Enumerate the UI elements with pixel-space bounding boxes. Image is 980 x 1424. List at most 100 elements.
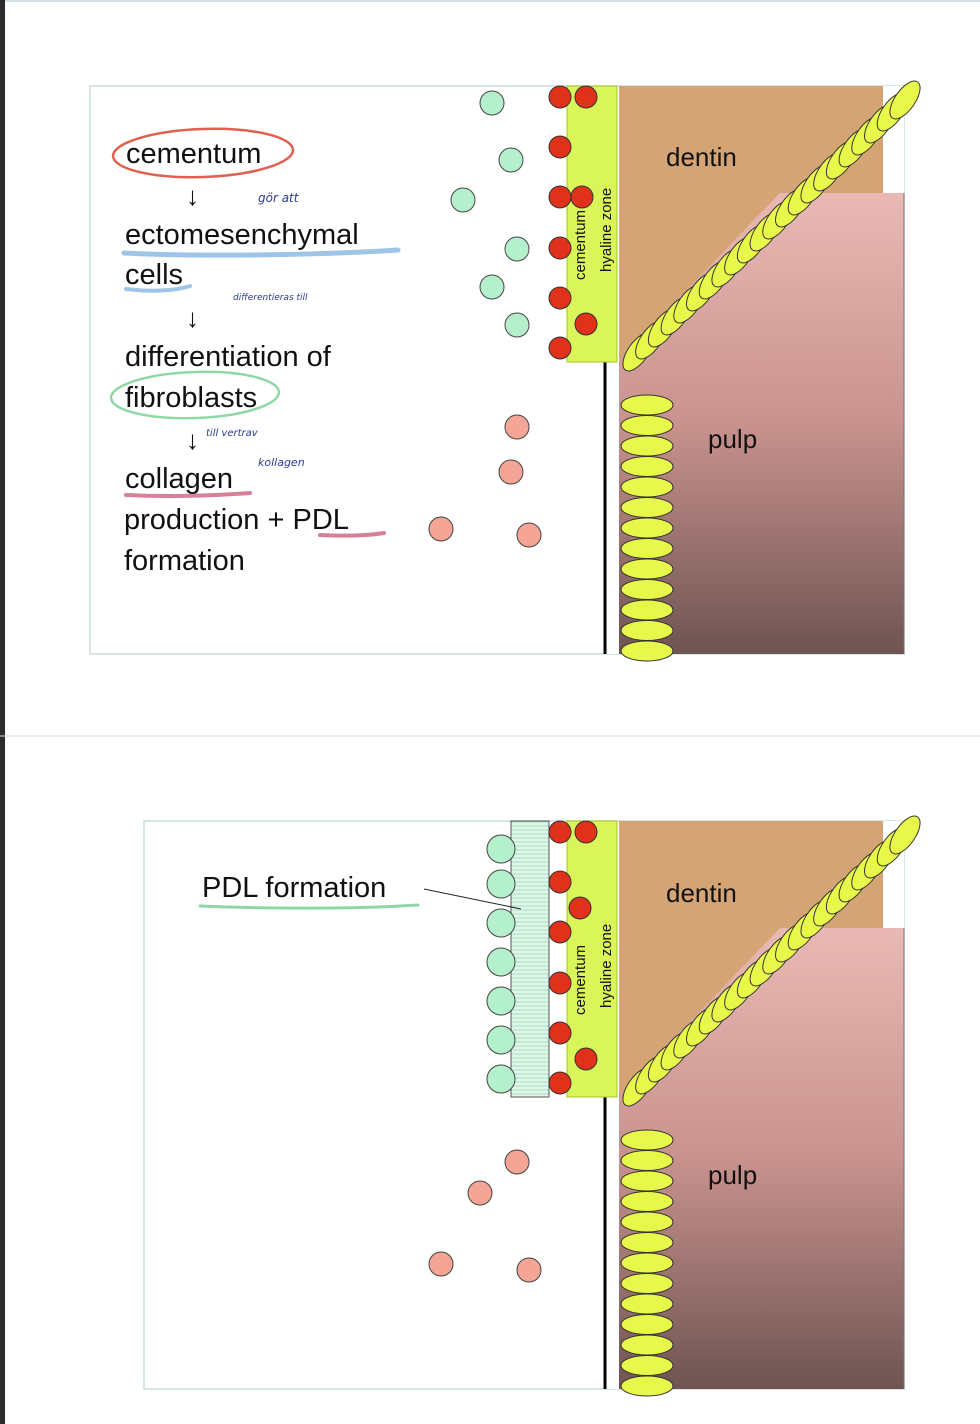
ectomesenchymal-cell [450, 187, 476, 213]
process-flow: cementum ↓ gör att ectomesenchymal cells… [109, 127, 401, 577]
odontoblast-cell [889, 80, 921, 120]
cementum-label: cementum [572, 945, 589, 1015]
cementoblast-cell [548, 1021, 572, 1045]
fibroblast-cell [504, 1149, 530, 1175]
cementum-label: cementum [572, 210, 589, 280]
callout-leader-line [423, 888, 522, 910]
odontoblast-cell [620, 599, 674, 621]
cementoblast-cell [548, 236, 572, 260]
odontoblast-cell [620, 1314, 674, 1335]
step-ectomesenchymal-line1: ectomesenchymal [125, 219, 359, 251]
cementoblast-cell [548, 870, 572, 894]
odontoblast-cell [620, 394, 674, 416]
cementoblast-cell [570, 185, 594, 209]
cementoblasts [548, 85, 598, 360]
cementoblast-cell [574, 820, 598, 844]
step-ectomesenchymal-line2: cells [125, 259, 183, 291]
ectomesenchymal-cell [504, 312, 530, 338]
odontoblast-cell [620, 1334, 674, 1356]
ectomesenchymal-cell [479, 274, 505, 300]
cementoblast-cell [574, 1047, 598, 1071]
step-formation: formation [124, 545, 245, 577]
ectomesenchymal-cell [498, 147, 524, 173]
fibroblast-cell [486, 908, 516, 938]
odontoblast-cell [620, 640, 674, 662]
cementoblast-cell [548, 336, 572, 360]
odontoblast-cell [620, 538, 674, 559]
tooth-diagram-1: cementum hyaline zone dentin pulp [566, 80, 921, 662]
odontoblast-cell [620, 1375, 674, 1397]
cementoblast-cell [548, 85, 572, 109]
hyaline-zone-label: hyaline zone [598, 924, 615, 1008]
fibroblast-cell [504, 414, 530, 440]
odontoblast-cell [620, 517, 674, 539]
callout-underline [198, 903, 420, 910]
pdl-formation-label: PDL formation [202, 872, 386, 904]
cementoblast-cell [574, 85, 598, 109]
odontoblast-cell [620, 558, 674, 580]
step-cementum: cementum [126, 138, 261, 170]
odontoblast-cell [620, 1232, 674, 1253]
fibroblast-cell [428, 516, 454, 542]
fibroblasts-on-pdl [486, 834, 516, 1094]
cementoblast-cell [548, 820, 572, 844]
odontoblast-cell [620, 456, 674, 477]
slide-2: cementum hyaline zone dentin pulp [143, 815, 921, 1397]
odontoblast-layer [620, 815, 921, 1397]
underline-cells [124, 284, 192, 293]
circle-highlight-cementum [111, 127, 295, 179]
fibroblasts [428, 414, 542, 548]
handwritten-note-1: gör att [258, 191, 300, 205]
arrow-3: ↓ [186, 425, 199, 455]
circle-highlight-fibroblasts [109, 370, 281, 420]
fibroblast-cell [428, 1251, 454, 1277]
cementoblast-cell [548, 920, 572, 944]
pulp-label: pulp [708, 424, 757, 454]
cementoblast-cell [548, 286, 572, 310]
tooth-diagram-2: cementum hyaline zone dentin pulp [566, 815, 921, 1397]
arrow-2: ↓ [186, 303, 199, 333]
handwritten-note-2: differentieras till [233, 293, 308, 303]
odontoblast-cell [620, 1211, 674, 1233]
odontoblast-cell [620, 1129, 674, 1151]
cementoblast-cell [574, 312, 598, 336]
cementoblast-cell [548, 185, 572, 209]
odontoblast-cell [620, 579, 674, 600]
fibroblast-cell [516, 522, 542, 548]
odontoblast-cell [620, 476, 674, 498]
fibroblast-cell [486, 947, 516, 977]
step-differentiation-line2: fibroblasts [125, 382, 257, 414]
white-triangle [605, 1095, 619, 1389]
odontoblast-cell [620, 415, 674, 436]
fibroblast-cell [498, 459, 524, 485]
odontoblast-cell [620, 1293, 674, 1315]
fibroblast-cell [486, 869, 516, 899]
step-collagen: collagen [125, 463, 233, 495]
cementoblast-cell [548, 135, 572, 159]
odontoblast-layer [620, 80, 921, 662]
cementoblast-cell [568, 896, 592, 920]
odontoblast-cell [620, 1191, 674, 1212]
odontoblast-cell [620, 435, 674, 457]
cementoblast-cell [548, 1071, 572, 1095]
arrow-1: ↓ [186, 181, 199, 211]
odontoblast-cell [620, 1150, 674, 1171]
underline-collagen [124, 491, 252, 499]
odontoblast-cell [620, 1252, 674, 1274]
hyaline-zone-label: hyaline zone [598, 188, 615, 272]
underline-ectomesenchymal [121, 247, 401, 258]
dentin-label: dentin [666, 878, 737, 908]
ectomesenchymal-cell [479, 90, 505, 116]
white-triangle [605, 360, 619, 654]
step-differentiation-line1: differentiation of [125, 341, 332, 373]
handwritten-note-3: till vertrav [206, 428, 259, 439]
odontoblast-cell [620, 1273, 674, 1294]
ectomesenchymal-cells [450, 90, 530, 338]
free-cells [428, 1149, 542, 1283]
handwritten-note-4: kollagen [258, 456, 305, 469]
dentin-label: dentin [666, 142, 737, 172]
fibroblast-cell [486, 986, 516, 1016]
fibroblast-cell [516, 1257, 542, 1283]
cementoblasts [548, 820, 598, 1095]
